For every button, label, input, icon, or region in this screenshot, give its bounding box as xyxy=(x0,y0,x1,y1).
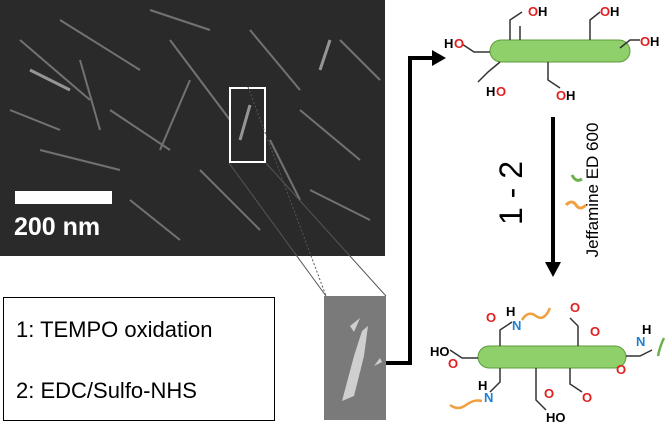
atom-o-6: O xyxy=(556,88,566,103)
acid-group-left: HO xyxy=(430,344,450,359)
atom-h-5: H xyxy=(486,84,495,99)
atom-o-5: O xyxy=(496,84,506,99)
atom-o-13: O xyxy=(582,390,592,405)
atom-h-6: H xyxy=(566,88,575,103)
hydroxyl-cnc-molecule: O H O H O H H O H O O H xyxy=(444,4,659,103)
jeffamine-chain-icon xyxy=(564,200,588,210)
atom-o-8: O xyxy=(570,300,580,315)
step-2-label: 2: EDC/Sulfo-NHS xyxy=(16,378,197,403)
inset-nanocrystal xyxy=(342,318,382,401)
amide-n-2: N xyxy=(636,334,645,349)
atom-h-2: H xyxy=(610,4,619,19)
zoom-line-right xyxy=(265,162,387,297)
acid-group-bottom: HO xyxy=(546,410,566,425)
atom-o-3: O xyxy=(640,34,650,49)
pathway-arrowhead xyxy=(432,50,446,66)
chain-top xyxy=(520,307,552,321)
atom-o-11: O xyxy=(448,356,458,371)
zoom-line-left xyxy=(228,162,327,297)
reaction-arrowhead xyxy=(545,262,561,277)
tem-micrograph xyxy=(0,0,385,256)
amide-n-1: N xyxy=(512,318,521,333)
atom-o-2: O xyxy=(600,4,610,19)
magnified-inset xyxy=(324,296,386,420)
cnc-rod-bottom xyxy=(477,345,627,369)
jeffamine-chain-green xyxy=(570,174,583,182)
atom-h-3: H xyxy=(650,34,659,49)
chain-right xyxy=(656,337,666,357)
atom-o-12: O xyxy=(544,386,554,401)
atom-o-7: O xyxy=(486,310,496,325)
atom-h-1: H xyxy=(538,4,547,19)
reaction-steps-box: 1: TEMPO oxidation 2: EDC/Sulfo-NHS xyxy=(3,297,275,421)
nanocrystal-texture xyxy=(9,9,381,241)
step-1-label: 1: TEMPO oxidation xyxy=(16,317,213,342)
zoom-line-mid xyxy=(247,86,327,297)
scale-bar xyxy=(15,191,112,204)
amide-n-3: N xyxy=(484,390,493,405)
atom-h-4: H xyxy=(444,36,453,51)
chain-bottom-left xyxy=(449,399,483,410)
amide-h-1: H xyxy=(506,304,515,319)
atom-o-9: O xyxy=(590,324,600,339)
atom-o-1: O xyxy=(528,4,538,19)
amide-h-3: H xyxy=(478,378,487,393)
step-range-label: 1 - 2 xyxy=(493,161,529,225)
region-of-interest-box xyxy=(229,87,266,163)
pathway-arrow xyxy=(386,56,432,365)
amide-h-2: H xyxy=(642,322,651,337)
atom-o-4: O xyxy=(454,36,464,51)
reagent-label: Jeffamine ED 600 xyxy=(583,123,602,258)
scale-bar-label: 200 nm xyxy=(14,213,101,241)
jeffamine-cnc-molecule: H N O O O N H O HO O N H O O HO xyxy=(430,300,666,425)
atom-o-10: O xyxy=(616,362,626,377)
cnc-rod-top xyxy=(489,39,631,63)
